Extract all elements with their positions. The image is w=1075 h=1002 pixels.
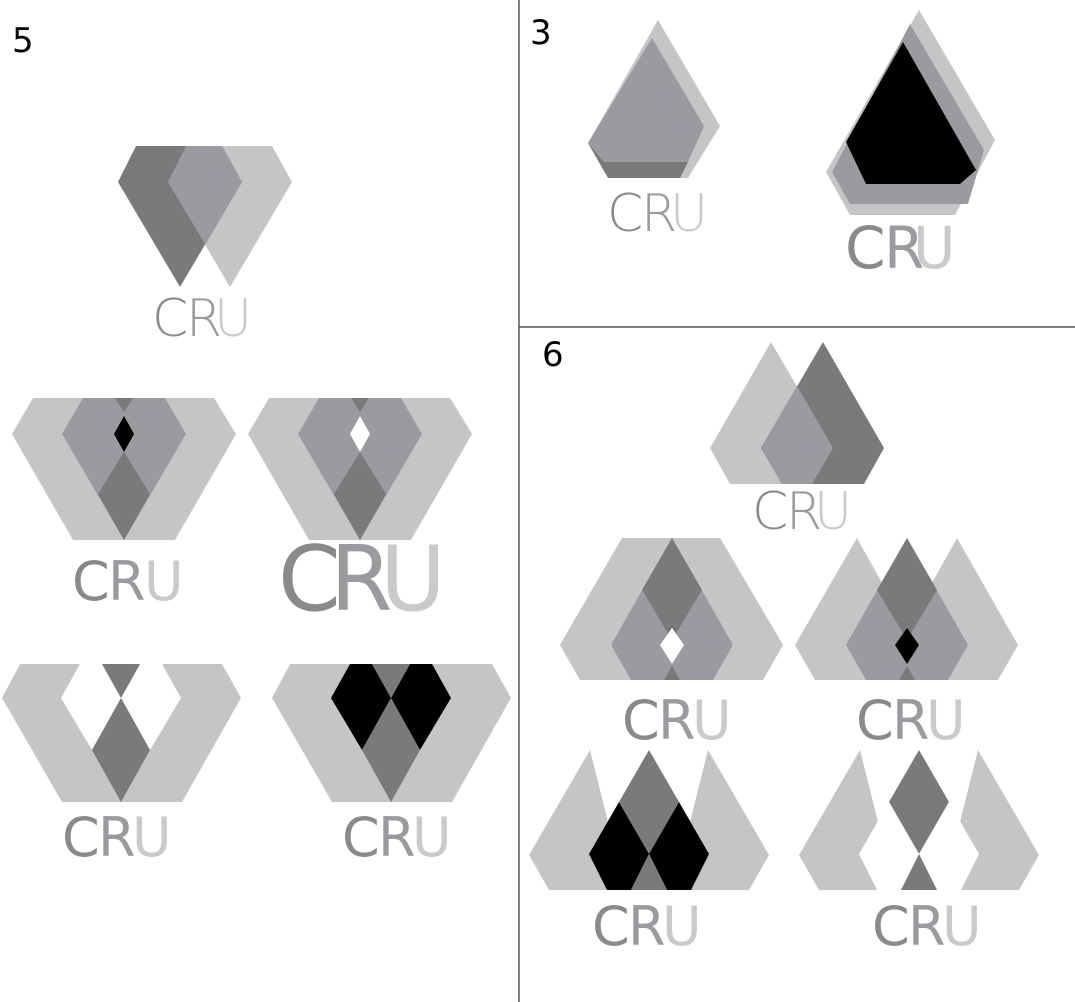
logo-5-variant-a-wordmark: C R U — [72, 550, 184, 613]
logo-6-variant-b-mark — [795, 538, 1018, 680]
svg-text:R: R — [378, 806, 416, 869]
logo-5-variant-c-mark — [2, 664, 241, 802]
svg-text:C: C — [845, 214, 886, 282]
section-number-3: 3 — [530, 13, 552, 53]
section-6: C R U C R U — [529, 342, 1039, 958]
svg-text:U: U — [132, 806, 172, 869]
logo-5-variant-b: C R U — [248, 398, 472, 632]
logo-6-main-mark — [710, 342, 884, 484]
section-number-5: 5 — [12, 21, 34, 61]
logo-5-variant-c: C R U — [2, 664, 241, 869]
svg-text:U: U — [942, 895, 982, 958]
svg-text:U: U — [380, 527, 446, 632]
logo-3-black-mark — [826, 10, 995, 215]
svg-text:C: C — [342, 806, 380, 869]
svg-text:U: U — [662, 895, 702, 958]
logo-3-gray-mark — [588, 20, 720, 178]
svg-text:U: U — [926, 689, 966, 752]
svg-text:U: U — [692, 689, 732, 752]
logo-5-variant-a: C R U — [12, 398, 236, 613]
logo-5-main-wordmark: C R U — [152, 289, 252, 349]
logo-6-variant-d-mark — [799, 750, 1039, 890]
section-3: C R U C R U — [588, 10, 995, 282]
section-number-6: 6 — [542, 335, 564, 375]
svg-text:R: R — [108, 550, 146, 613]
svg-text:C: C — [622, 689, 660, 752]
logo-6-main-wordmark: C R U — [752, 482, 852, 542]
logo-6-variant-b-wordmark: C R U — [856, 689, 966, 752]
svg-text:U: U — [814, 482, 852, 542]
svg-text:C: C — [856, 689, 894, 752]
logo-5-variant-d-wordmark: C R U — [342, 806, 452, 869]
svg-text:R: R — [786, 482, 822, 542]
svg-text:R: R — [186, 289, 222, 349]
svg-text:R: R — [330, 527, 393, 632]
svg-text:R: R — [641, 184, 677, 244]
logo-5-variant-c-wordmark: C R U — [62, 806, 172, 869]
svg-text:U: U — [913, 214, 955, 282]
logo-3-gray: C R U — [588, 20, 720, 244]
logo-6-variant-c: C R U — [529, 750, 769, 958]
svg-text:U: U — [670, 184, 708, 244]
svg-text:C: C — [752, 482, 788, 542]
svg-text:R: R — [628, 895, 666, 958]
logo-6-variant-c-wordmark: C R U — [592, 895, 702, 958]
logo-6-variant-a-mark — [560, 538, 783, 680]
logo-6-variant-a-wordmark: C R U — [622, 689, 732, 752]
svg-text:C: C — [607, 184, 643, 244]
svg-text:R: R — [658, 689, 696, 752]
logo-6-variant-c-mark — [529, 750, 769, 890]
svg-text:C: C — [592, 895, 630, 958]
logo-6-main: C R U — [710, 342, 884, 542]
logo-3-black-wordmark: C R U — [845, 214, 955, 282]
logo-5-variant-b-wordmark: C R U — [278, 527, 446, 632]
svg-text:R: R — [98, 806, 136, 869]
logo-5-main: C R U — [118, 146, 292, 349]
svg-text:R: R — [908, 895, 946, 958]
svg-text:C: C — [872, 895, 910, 958]
svg-text:C: C — [278, 527, 341, 632]
svg-text:U: U — [214, 289, 252, 349]
logo-5-variant-d: C R U — [272, 664, 511, 869]
svg-text:C: C — [72, 550, 110, 613]
logo-3-black: C R U — [826, 10, 995, 282]
svg-text:C: C — [152, 289, 188, 349]
section-5: C R U C R U — [2, 146, 511, 869]
logo-5-variant-b-mark — [248, 398, 472, 540]
logo-5-variant-d-mark — [272, 664, 511, 802]
logo-5-variant-a-mark — [12, 398, 236, 540]
logo-5-main-mark — [118, 146, 292, 287]
logo-6-variant-d: C R U — [799, 750, 1039, 958]
logo-6-variant-b: C R U — [795, 538, 1018, 752]
svg-text:U: U — [412, 806, 452, 869]
svg-text:R: R — [892, 689, 930, 752]
svg-text:R: R — [884, 214, 924, 282]
svg-text:C: C — [62, 806, 100, 869]
logo-3-gray-wordmark: C R U — [607, 184, 708, 244]
logo-6-variant-a: C R U — [560, 538, 783, 752]
svg-text:U: U — [144, 550, 184, 613]
logo-6-variant-d-wordmark: C R U — [872, 895, 982, 958]
